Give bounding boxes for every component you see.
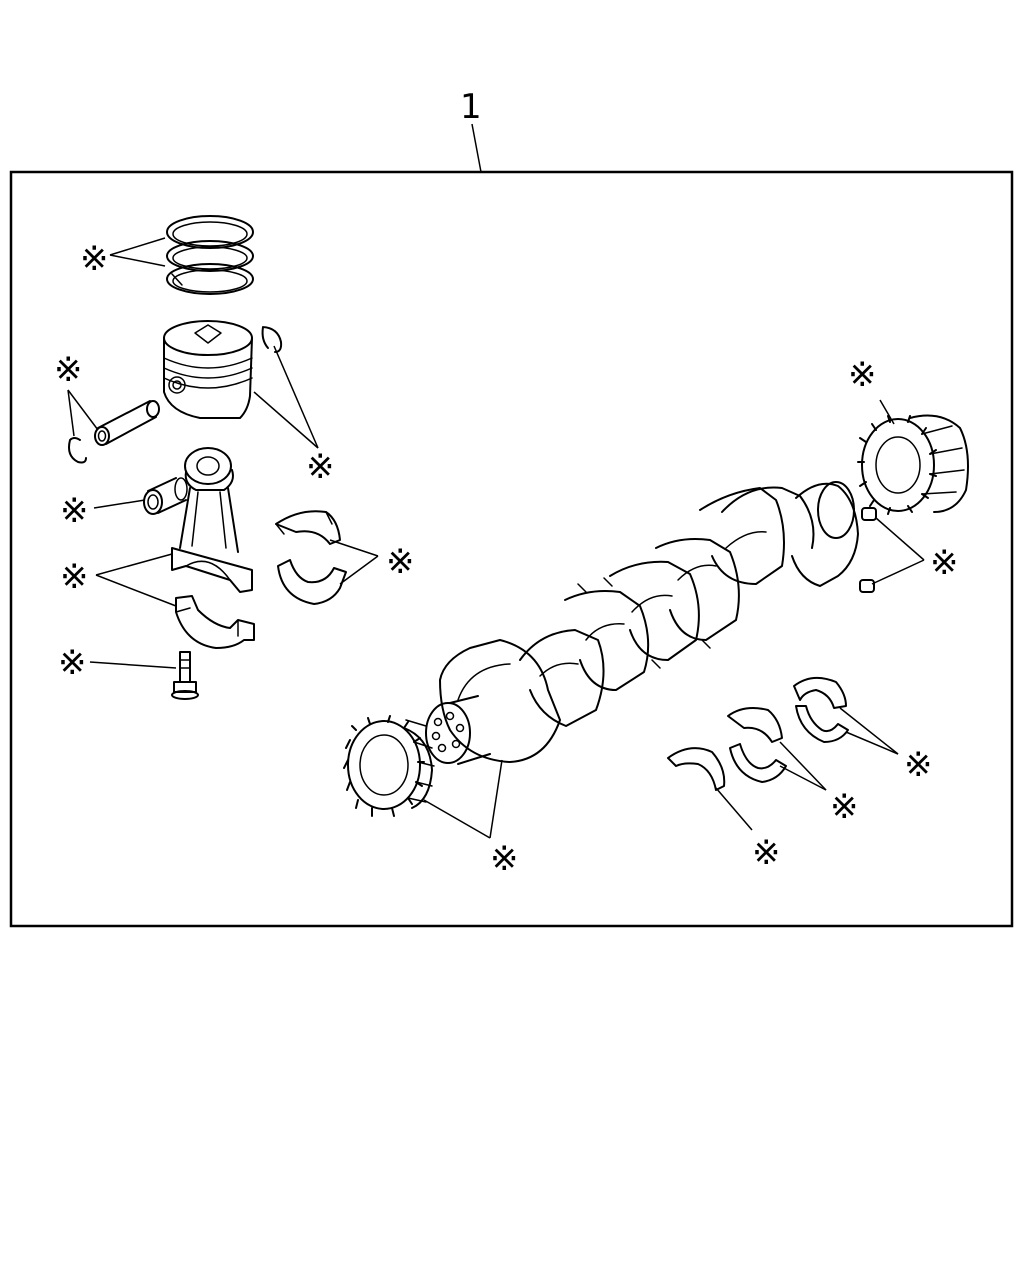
pin-circlip-left: [68, 437, 87, 464]
marker-small-end-bushing: ※: [60, 491, 89, 531]
connecting-rod-bolt: [171, 651, 199, 700]
piston-circlip-right: [261, 326, 283, 353]
piston-pin: [94, 400, 160, 446]
marker-piston-and-circlip: ※: [306, 447, 335, 487]
marker-thrust-washer-lower: ※: [752, 833, 781, 873]
marker-conrod: ※: [60, 557, 89, 597]
marker-conrod-bolt: ※: [58, 643, 87, 683]
conrod-bearing-shells: [275, 510, 347, 605]
marker-piston-rings: ※: [80, 239, 109, 279]
marker-thrust-washers-upper: ※: [904, 745, 933, 785]
connecting-rod-cap: [175, 595, 255, 649]
marker-crankshaft-front-gear: ※: [490, 839, 519, 879]
marker-main-bearings: ※: [830, 787, 859, 827]
piston: [163, 320, 253, 419]
marker-conrod-bearings: ※: [386, 542, 415, 582]
piston-rings: [166, 215, 254, 295]
callout-markers: ※ ※ ※ ※ ※ ※ ※ ※ ※ ※ ※ ※ ※: [54, 239, 959, 879]
crankshaft-front-gear: [343, 715, 435, 817]
main-bearing-shells: [727, 707, 787, 783]
dowel-pins: [859, 507, 877, 593]
marker-pin-and-circlip: ※: [54, 350, 83, 390]
assembly-frame: [9, 170, 1014, 928]
crankshaft-rear-gear: [857, 414, 969, 515]
small-end-bushing: [143, 477, 188, 515]
thrust-washers: [667, 676, 849, 791]
marker-rear-gear: ※: [848, 355, 877, 395]
connecting-rod: [171, 447, 253, 593]
marker-dowel-pins: ※: [930, 543, 959, 583]
assembly-callout-number: 1: [460, 87, 482, 127]
crankshaft: [425, 481, 859, 765]
callout-leaders: [67, 237, 925, 839]
assembly-callout-leader: [471, 123, 482, 173]
